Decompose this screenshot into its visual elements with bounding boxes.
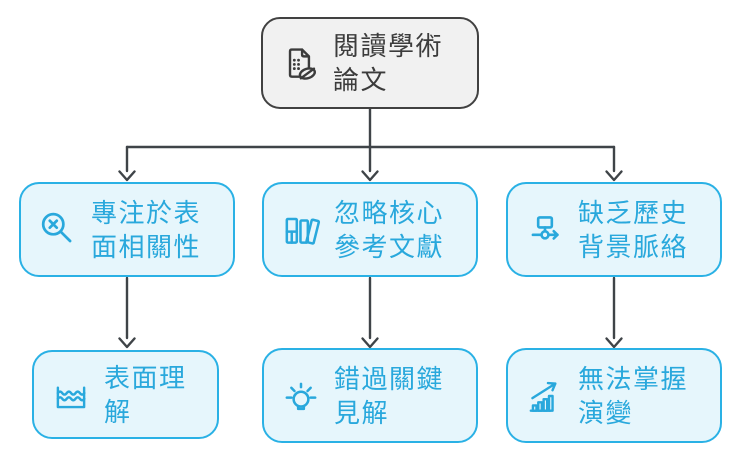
arrowhead-cause-2 [361, 170, 379, 182]
node-label: 無法掌握演變 [578, 363, 689, 428]
workflow-icon [523, 208, 567, 252]
growth-chart-icon [523, 374, 567, 418]
arrowhead-effect-1 [118, 337, 136, 349]
node-focus-surface-relevance: 專注於表面相關性 [19, 182, 235, 277]
arrowhead-cause-3 [605, 170, 623, 182]
node-label: 錯過關鍵見解 [334, 363, 445, 428]
document-read-icon [278, 41, 322, 85]
node-lack-historical-context: 缺乏歷史背景脈絡 [506, 182, 722, 277]
node-label: 閱讀學術論文 [333, 31, 444, 95]
node-label: 缺乏歷史背景脈絡 [578, 197, 689, 262]
water-level-icon [49, 373, 93, 417]
lightbulb-icon [279, 374, 323, 418]
node-cannot-grasp-evolution: 無法掌握演變 [506, 348, 722, 443]
node-label: 專注於表面相關性 [91, 197, 202, 262]
books-icon [279, 208, 323, 252]
node-label: 忽略核心參考文獻 [334, 197, 445, 262]
node-ignore-core-references: 忽略核心參考文獻 [262, 182, 478, 277]
arrowhead-cause-1 [118, 170, 136, 182]
arrowhead-effect-2 [361, 337, 379, 349]
node-surface-understanding: 表面理解 [32, 350, 219, 439]
node-label: 表面理解 [104, 362, 187, 427]
node-read-academic-papers: 閱讀學術論文 [261, 17, 479, 109]
node-miss-key-insights: 錯過關鍵見解 [262, 348, 478, 443]
arrowhead-effect-3 [605, 337, 623, 349]
search-error-icon [36, 208, 80, 252]
